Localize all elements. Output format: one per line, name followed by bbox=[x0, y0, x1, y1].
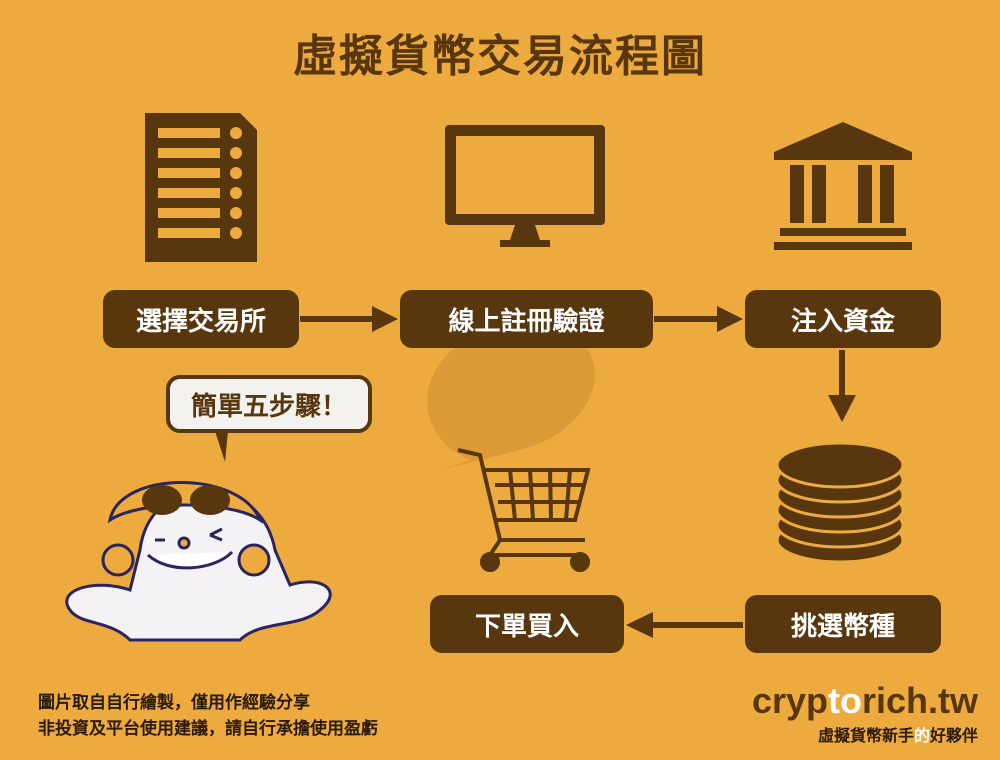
speech-bubble: 簡單五步驟！ bbox=[166, 375, 372, 433]
arrows bbox=[300, 306, 856, 638]
monitor-icon bbox=[445, 125, 605, 247]
watermark-logo bbox=[427, 330, 595, 470]
brand-tagline: 虛擬貨幣新手的好夥伴 bbox=[752, 722, 978, 746]
coins-icon bbox=[775, 441, 905, 564]
logo-part: rich.tw bbox=[861, 680, 978, 721]
logo-part: cryp bbox=[751, 680, 828, 721]
disclaimer-line: 非投資及平台使用建議，請自行承擔使用盈虧 bbox=[38, 719, 378, 739]
step-select-coin: 挑選幣種 bbox=[745, 595, 941, 653]
disclaimer: 圖片取自自行繪製，僅用作經驗分享 非投資及平台使用建議，請自行承擔使用盈虧 bbox=[38, 690, 378, 742]
tagline-part: 虛擬貨幣新手 bbox=[817, 726, 914, 745]
step-place-order: 下單買入 bbox=[430, 595, 624, 653]
shopping-cart-icon bbox=[457, 448, 591, 572]
checklist-icon bbox=[145, 113, 257, 262]
brand: cryptorich.tw 虛擬貨幣新手的好夥伴 bbox=[752, 680, 978, 746]
page-title: 虛擬貨幣交易流程圖 bbox=[293, 31, 707, 82]
logo-part: to bbox=[828, 680, 862, 721]
disclaimer-line: 圖片取自自行繪製，僅用作經驗分享 bbox=[38, 693, 310, 713]
step-register-verify: 線上註冊驗證 bbox=[400, 290, 653, 348]
tagline-part: 的 bbox=[913, 726, 930, 745]
brand-logo: cryptorich.tw bbox=[752, 680, 978, 722]
tagline-part: 好夥伴 bbox=[929, 726, 978, 745]
step-deposit-funds: 注入資金 bbox=[745, 290, 941, 348]
step-choose-exchange: 選擇交易所 bbox=[103, 290, 299, 348]
mascot-illustration bbox=[65, 481, 332, 642]
bubble-tail bbox=[215, 431, 228, 462]
bank-icon bbox=[774, 122, 912, 250]
